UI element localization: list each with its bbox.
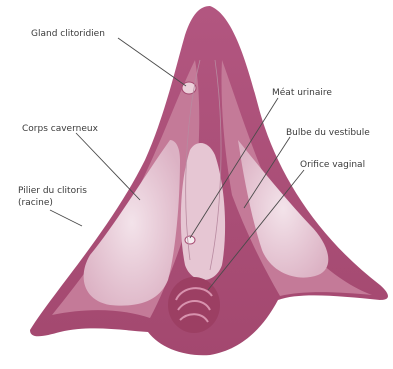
bulbe-left bbox=[84, 140, 180, 306]
label-pilier-line2: (racine) bbox=[18, 198, 53, 208]
label-orifice: Orifice vaginal bbox=[300, 160, 365, 170]
label-meat: Méat urinaire bbox=[272, 87, 332, 98]
leader-pilier bbox=[50, 210, 82, 226]
label-pilier-line1: Pilier du clitoris bbox=[18, 186, 87, 196]
label-bulbe: Bulbe du vestibule bbox=[286, 128, 370, 138]
leader-gland bbox=[118, 38, 186, 86]
label-corps: Corps caverneux bbox=[22, 124, 99, 134]
label-gland: Gland clitoridien bbox=[31, 29, 105, 39]
